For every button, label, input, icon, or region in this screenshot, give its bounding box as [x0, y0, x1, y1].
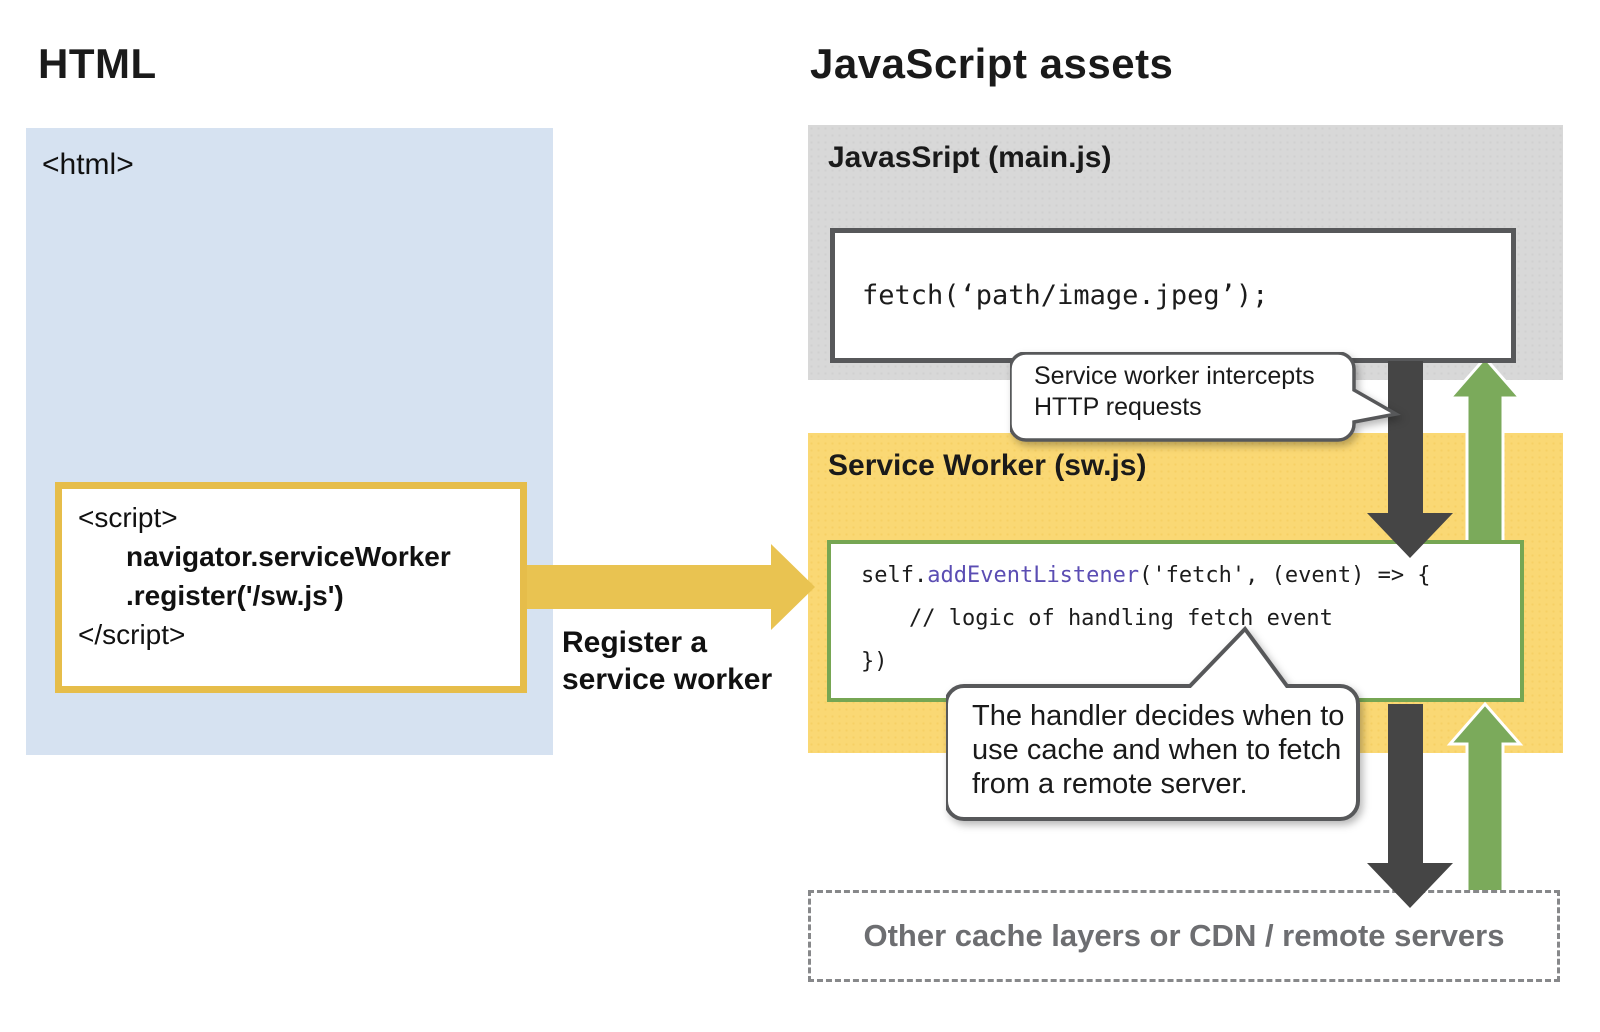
fetch-code-box: fetch(‘path/image.jpeg’);	[830, 228, 1516, 363]
handler-callout-text: The handler decides when to use cache an…	[972, 700, 1345, 800]
html-panel-title: HTML	[38, 40, 157, 87]
handler-callout: The handler decides when to use cache an…	[944, 625, 1366, 826]
request-arrow-bottom	[1367, 704, 1453, 908]
register-arrow	[527, 544, 815, 630]
script-line-open: <script>	[78, 502, 178, 533]
response-arrow-top	[1446, 355, 1524, 546]
script-line-register: .register('/sw.js')	[126, 580, 344, 611]
add-event-listener-keyword: addEventListener	[927, 563, 1140, 588]
intercept-callout: Service worker intercepts HTTP requests	[1008, 351, 1402, 444]
script-line-navigator: navigator.serviceWorker	[126, 541, 451, 572]
script-line-close: </script>	[78, 619, 186, 650]
response-arrow-bottom	[1446, 701, 1524, 890]
register-arrow-label: Register a service worker	[562, 626, 773, 696]
sw-code-box: self.addEventListener('fetch', (event) =…	[827, 540, 1524, 702]
script-box: <script> navigator.serviceWorker .regist…	[55, 482, 527, 693]
fetch-code: fetch(‘path/image.jpeg’);	[862, 280, 1269, 311]
handler-callout-bubble	[944, 625, 1360, 821]
intercept-callout-text: Service worker intercepts HTTP requests	[1034, 362, 1315, 421]
main-js-label: JavasSript (main.js)	[828, 141, 1112, 174]
sw-code-line-1: self.addEventListener('fetch', (event) =…	[861, 563, 1431, 588]
service-worker-label: Service Worker (sw.js)	[828, 449, 1147, 482]
sw-code-line-2: // logic of handling fetch event	[909, 606, 1333, 631]
intercept-callout-bubble	[1008, 351, 1401, 442]
other-layers-label: Other cache layers or CDN / remote serve…	[863, 918, 1505, 953]
html-tag-label: <html>	[42, 148, 134, 181]
other-layers-box: Other cache layers or CDN / remote serve…	[808, 890, 1560, 982]
javascript-assets-title: JavaScript assets	[810, 40, 1174, 87]
sw-code-line-3: })	[861, 649, 888, 674]
